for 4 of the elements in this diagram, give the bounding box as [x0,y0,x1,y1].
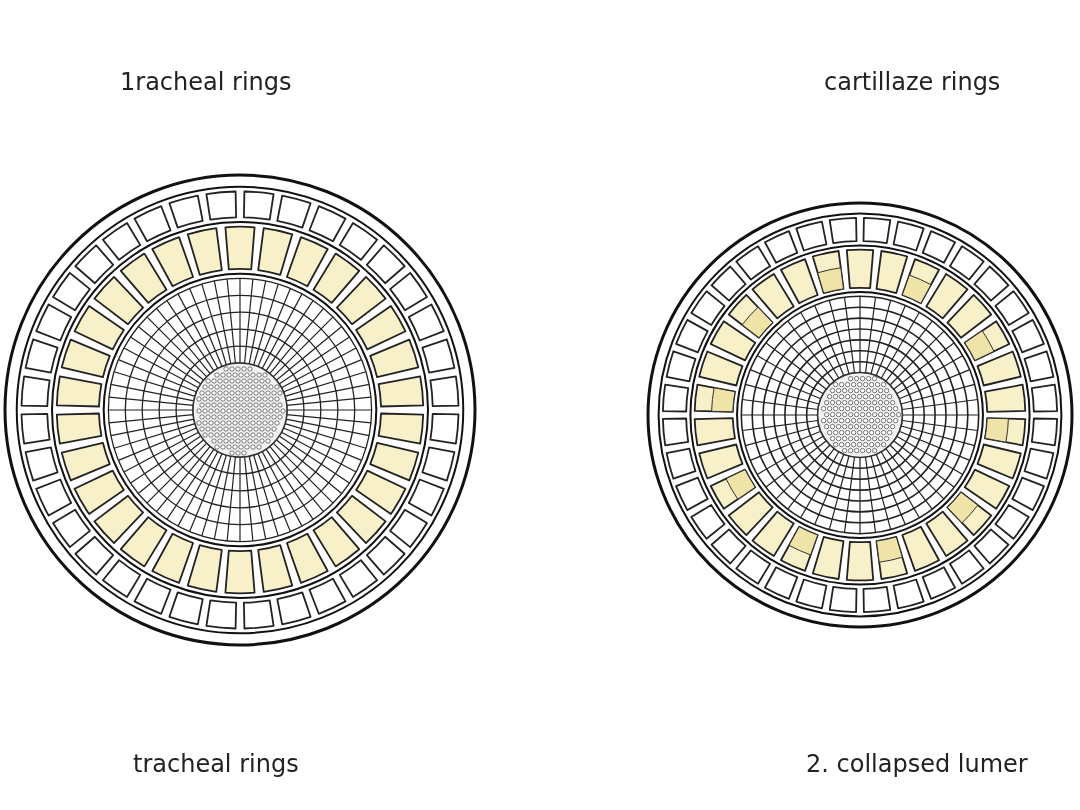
part-label: 1racheal rings [120,68,292,96]
part-label: cartillaze rings [824,68,1001,96]
part-label: 2. collapsed lumer [806,750,1028,778]
part-label: tracheal rings [133,750,299,778]
